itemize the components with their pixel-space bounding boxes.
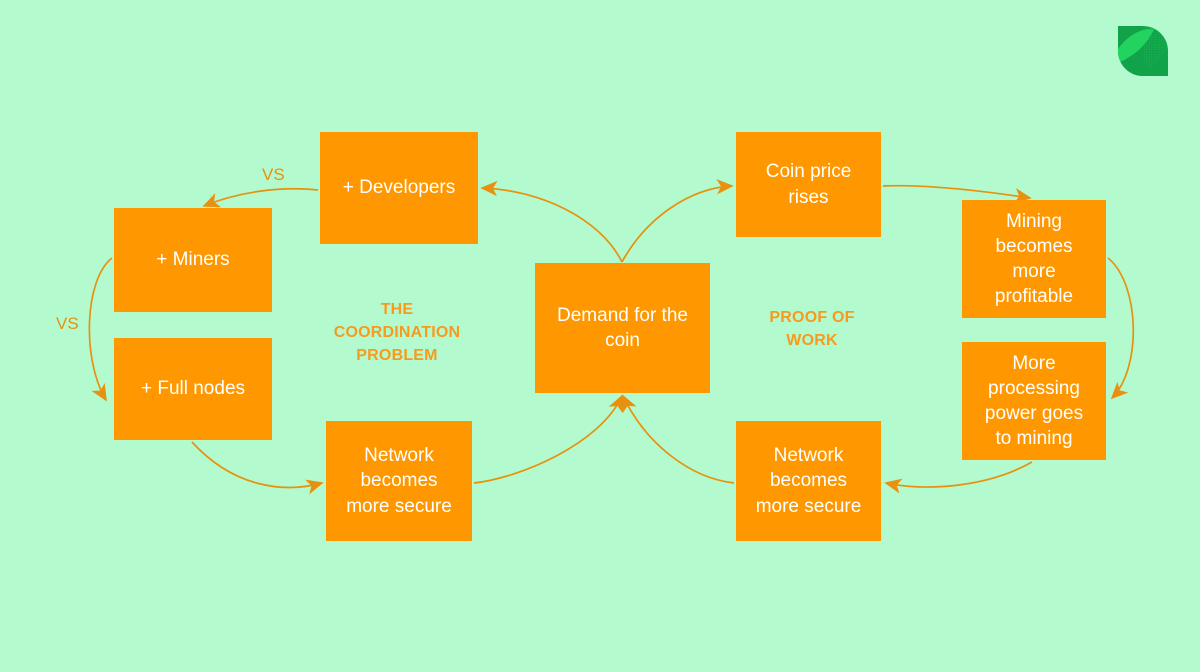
node-mining-becomes-more-profitable[interactable]: Mining becomes more profitable (962, 200, 1106, 318)
edge-miners-to-full-nodes (88, 257, 113, 402)
edge-full-nodes-to-secure-left (191, 441, 324, 495)
node-developers[interactable]: + Developers (320, 132, 478, 244)
section-label-proof-of-work: PROOF OF WORK (769, 309, 855, 350)
node-network-becomes-more-secure-right[interactable]: Network becomes more secure (736, 421, 881, 541)
edge-developers-to-miners (202, 187, 319, 208)
edge-coin-price-to-mining-profit (882, 184, 1032, 204)
node-demand-for-the-coin[interactable]: Demand for the coin (535, 263, 710, 393)
node-more-processing-power-goes-to-mining[interactable]: More processing power goes to mining (962, 342, 1106, 460)
edge-demand-to-coin-price (621, 179, 734, 263)
edge-label-vs-miners-full-nodes: VS (56, 314, 79, 333)
node-coin-price-rises[interactable]: Coin price rises (736, 132, 881, 237)
section-label-coordination-problem: THE COORDINATION PROBLEM (333, 301, 461, 365)
edge-demand-to-developers (480, 180, 623, 263)
edge-label-vs-developers-miners: VS (262, 165, 285, 184)
node-full-nodes[interactable]: + Full nodes (114, 338, 272, 440)
leaf-droplet-logo (1118, 26, 1168, 76)
edge-mining-profit-to-processing (1107, 257, 1135, 400)
node-miners[interactable]: + Miners (114, 208, 272, 312)
edge-secure-left-to-demand (473, 394, 623, 484)
edge-secure-right-to-demand (622, 394, 735, 484)
node-network-becomes-more-secure-left[interactable]: Network becomes more secure (326, 421, 472, 541)
edge-processing-to-secure-right (884, 461, 1033, 494)
